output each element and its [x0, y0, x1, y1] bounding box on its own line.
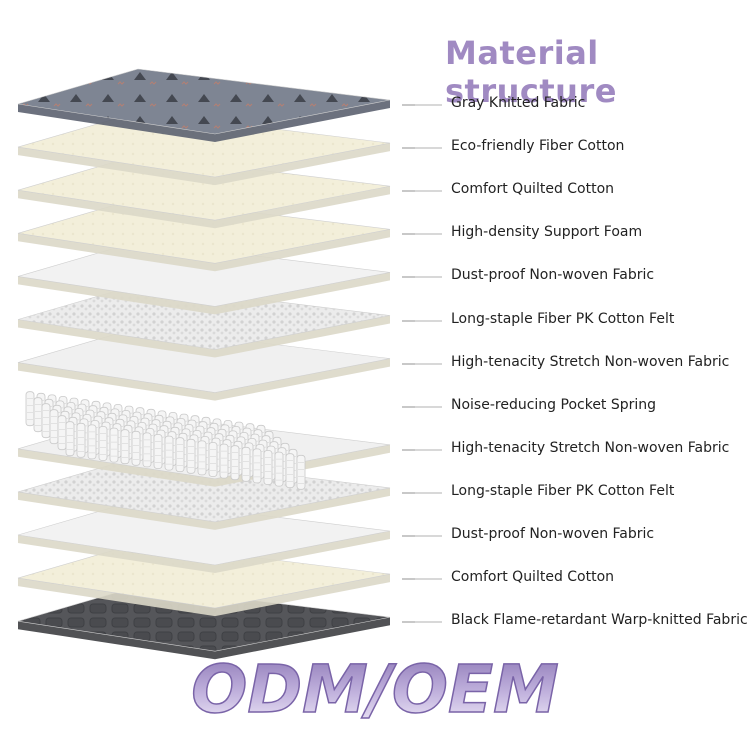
- leader-line: [402, 233, 442, 236]
- layer-label: Comfort Quilted Cotton: [451, 569, 615, 586]
- leader-line: [402, 362, 442, 365]
- leader-line: [402, 535, 442, 537]
- layer-label: Long-staple Fiber PK Cotton Felt: [451, 310, 675, 327]
- layer-5: [17, 241, 391, 315]
- layer-8: [25, 391, 306, 490]
- layer-1: [17, 68, 391, 142]
- layer-label: Comfort Quilted Cotton: [451, 181, 615, 198]
- leader-line: [402, 578, 442, 581]
- layer-label: Eco-friendly Fiber Cotton: [451, 138, 625, 155]
- leader-line: [402, 405, 442, 408]
- leader-line: [402, 621, 442, 624]
- leader-line: [402, 104, 442, 106]
- layer-label: High-density Support Foam: [451, 224, 643, 241]
- leader-line: [402, 319, 442, 322]
- odm-oem-banner: ODM/OEM: [190, 650, 559, 729]
- layer-label: Black Flame-retardant Warp-knitted Fabri…: [451, 612, 748, 629]
- leader-line: [402, 190, 442, 193]
- layer-label: High-tenacity Stretch Non-woven Fabric: [451, 439, 730, 456]
- leader-line: [402, 448, 442, 451]
- leader-line: [402, 147, 442, 150]
- layer-12: [17, 542, 391, 617]
- pocket-spring-block: [25, 391, 306, 490]
- layer-label: Dust-proof Non-woven Fabric: [451, 526, 655, 542]
- leader-line: [402, 491, 442, 494]
- diagram-title: Material structure: [445, 34, 617, 110]
- layer-label: Noise-reducing Pocket Spring: [451, 396, 657, 413]
- leader-line: [402, 276, 442, 279]
- layer-label: Gray Knitted Fabric: [451, 95, 586, 111]
- layer-label: Long-staple Fiber PK Cotton Felt: [451, 482, 675, 499]
- footer-text: ODM/OEM: [191, 651, 559, 728]
- layer-label: Dust-proof Non-woven Fabric: [451, 267, 655, 284]
- layer-6: [17, 284, 391, 358]
- layer-label: High-tenacity Stretch Non-woven Fabric: [451, 353, 730, 370]
